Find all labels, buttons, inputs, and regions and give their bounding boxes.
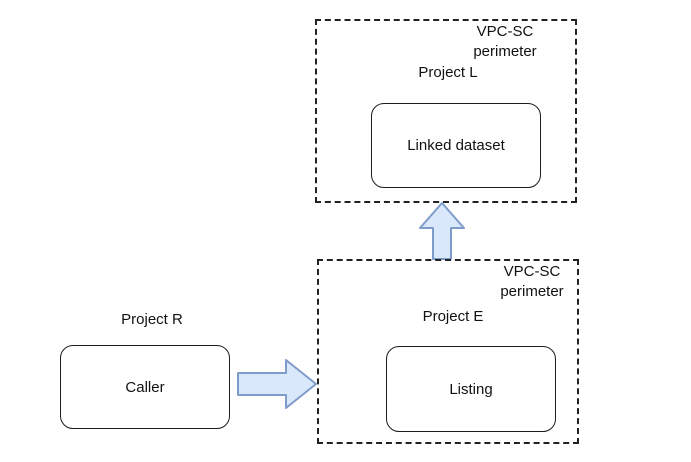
perimeter-label-top: VPC-SC perimeter xyxy=(473,23,537,60)
linked-dataset-node: Linked dataset xyxy=(371,103,541,188)
linked-dataset-node-label: Linked dataset xyxy=(407,137,505,154)
listing-node-label: Listing xyxy=(449,380,493,398)
perimeter-label-bottom: VPC-SC perimeter xyxy=(500,263,564,300)
project-r-label: Project R xyxy=(121,311,183,328)
project-l-label: Project L xyxy=(418,64,478,81)
listing-node: Listing xyxy=(386,346,556,432)
caller-node: Caller xyxy=(60,345,230,429)
perimeter-box-project-e xyxy=(317,259,579,444)
project-e-label: Project E xyxy=(422,308,484,325)
perimeter-box-project-l xyxy=(315,19,577,203)
arrow-right-icon xyxy=(237,359,317,409)
arrow-up-icon xyxy=(419,202,465,260)
caller-node-label: Caller xyxy=(125,378,165,396)
